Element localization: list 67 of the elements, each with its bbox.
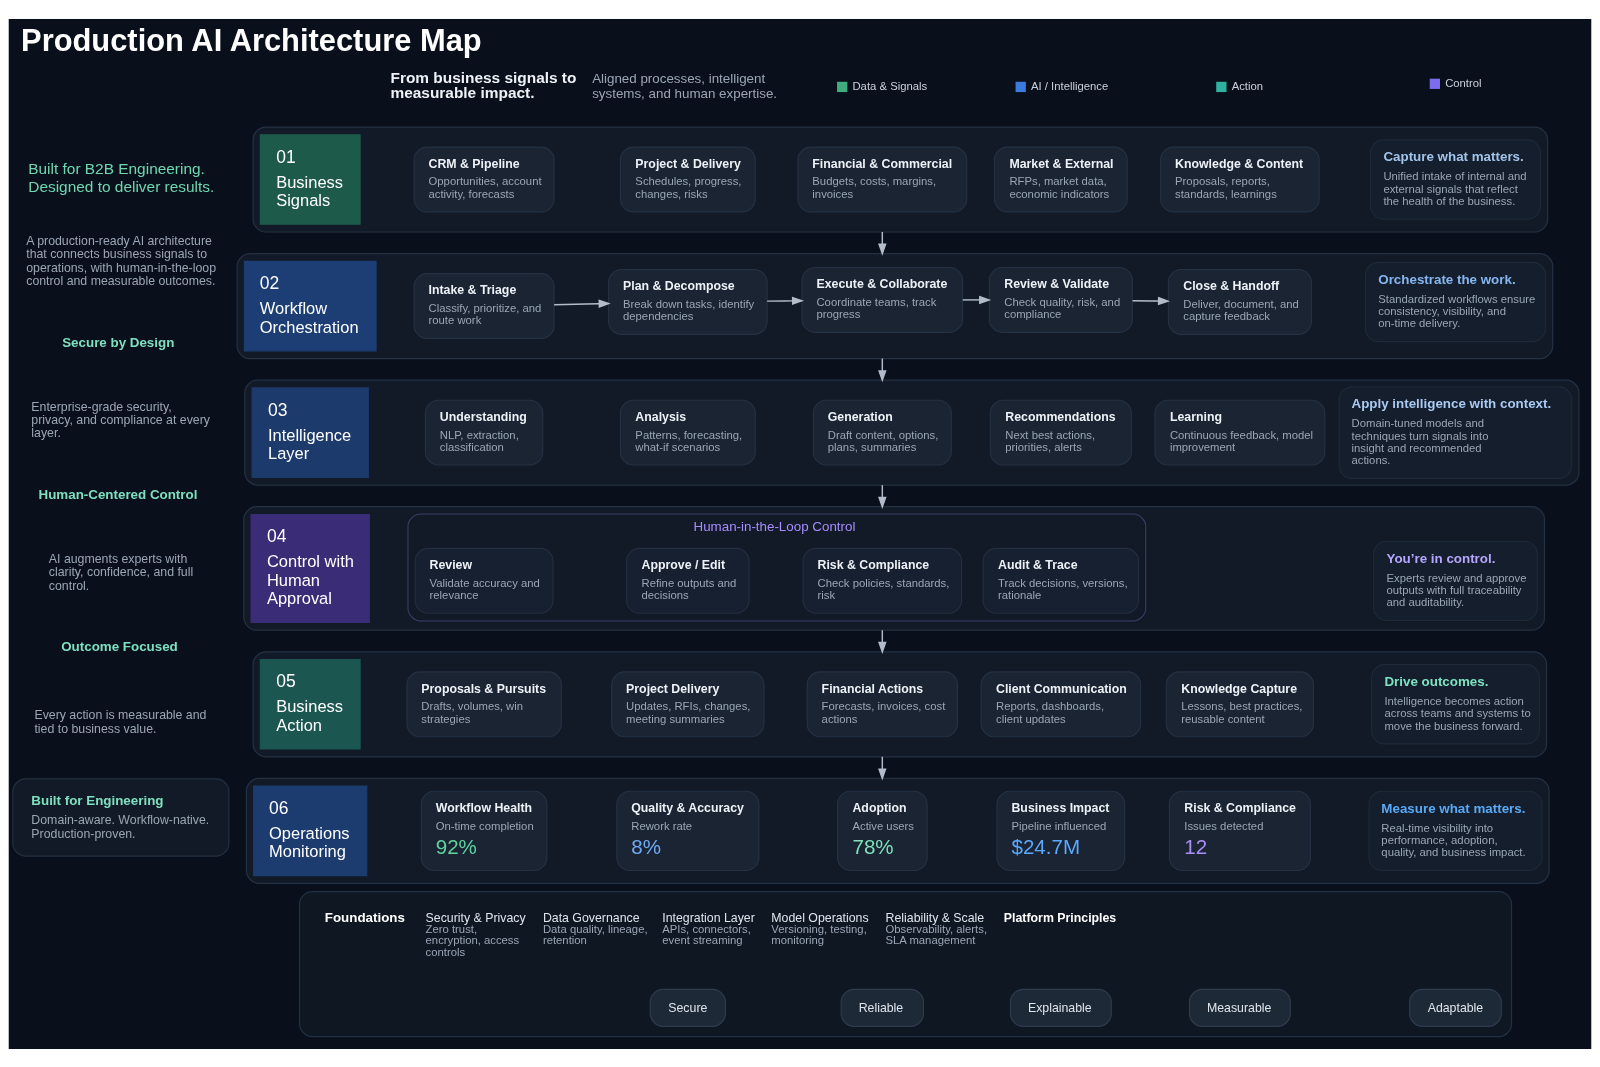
legend-label: Control: [1445, 76, 1482, 89]
label: Built for B2B Engineering. Designed to deliver results.: [28, 159, 215, 195]
node-box: Audit & Trace Track decisions, versions, rationale: [982, 547, 1140, 614]
node-box: Built for Engineering Domain-aware. Workflow-native. Production-proven.: [12, 777, 230, 857]
node-box: Understanding NLP, extraction, classification: [424, 399, 544, 466]
cluster: [243, 505, 1546, 631]
node-box: Measurable: [1188, 988, 1291, 1027]
label: Secure by Design: [62, 334, 175, 350]
cluster: [236, 252, 1554, 359]
label: Aligned processes, intelligent systems, and human expertise.: [592, 70, 778, 101]
diagram-title: Production AI Architecture Map: [21, 22, 482, 58]
node-box: Financial & Commercial Budgets, costs, margins, invoices: [797, 146, 968, 212]
node-box: Knowledge & Content Proposals, reports, standards, learnings: [1160, 146, 1320, 212]
node-box: Knowledge Capture Lessons, best practices, reusable content: [1165, 670, 1315, 737]
node-box: Apply intelligence with context. Domain-tuned models and techniques turn signals into insight and recommended actions.: [1338, 385, 1573, 479]
node-box: Market & External RFPs, market data, economic indicators: [993, 146, 1128, 212]
node-box: Client Communication Reports, dashboards, client updates: [980, 670, 1142, 737]
label: Human-Centered Control: [38, 486, 198, 502]
node-box: Reliable: [840, 988, 925, 1027]
legend-label: AI / Intelligence: [1031, 79, 1109, 92]
node-box: 02 Workflow Orchestration: [243, 260, 377, 351]
node-box: Execute & Collaborate Coordinate teams, track progress: [801, 266, 964, 333]
node-box: 01 Business Signals: [259, 133, 361, 225]
cluster: [252, 125, 1549, 233]
label: AI augments experts with clarity, confidence, and full control.: [48, 551, 194, 593]
label: Every action is measurable and tied to business value.: [34, 707, 207, 736]
node-box: Review Validate accuracy and relevance: [414, 547, 554, 614]
cluster: [244, 379, 1580, 486]
node-box: Financial Actions Forecasts, invoices, cost actions: [806, 670, 958, 737]
node-box: Recommendations Next best actions, priorities, alerts: [989, 399, 1132, 466]
node-box: Generation Draft content, options, plans, summaries: [812, 399, 952, 466]
node-box: Risk & Compliance Check policies, standards, risk: [802, 547, 963, 614]
node-box: 06 Operations Monitoring: [253, 785, 368, 876]
arrow: [962, 295, 992, 304]
node-box: Adoption Active users 78%: [837, 790, 928, 871]
label: A production-ready AI architecture that connects business signals to operations, with human-in-the-loop control and measurable outcomes.: [26, 233, 217, 288]
node-box: Adaptable: [1409, 988, 1502, 1027]
arrow: [1131, 296, 1171, 305]
node-box: Quality & Accuracy Rework rate 8%: [616, 790, 760, 871]
legend-label: Action: [1231, 79, 1264, 92]
node-box: Risk & Compliance Issues detected 12: [1168, 790, 1311, 871]
node-box: Explainable: [1009, 988, 1112, 1027]
arrow: [553, 299, 611, 308]
node-box: Close & Handoff Deliver, document, and capture feedback: [1167, 268, 1312, 335]
node-box: Workflow Health On-time completion 92%: [420, 790, 548, 871]
node-box: Analysis Patterns, forecasting, what-if scenarios: [619, 399, 756, 466]
node-box: Review & Validate Check quality, risk, and compliance: [988, 266, 1133, 333]
label: From business signals to measurable impact.: [390, 68, 577, 101]
label: Outcome Focused: [61, 638, 178, 654]
node-box: CRM & Pipeline Opportunities, account activity, forecasts: [413, 146, 555, 212]
node-box: Approve / Edit Refine outputs and decisions: [626, 547, 750, 614]
node-box: 03 Intelligence Layer: [251, 386, 369, 478]
cluster: [245, 777, 1550, 884]
node-box: Project & Delivery Schedules, progress, changes, risks: [619, 146, 756, 212]
node-box: Project Delivery Updates, RFIs, changes, meeting summaries: [611, 670, 765, 737]
node-box: 04 Control with Human Approval: [250, 513, 370, 623]
node-box: Plan & Decompose Break down tasks, identify dependencies: [608, 268, 768, 335]
arrow: [766, 296, 805, 305]
node-box: 05 Business Action: [259, 658, 361, 750]
legend-label: Data & Signals: [852, 79, 928, 92]
node-box: Learning Continuous feedback, model improvement: [1154, 399, 1326, 466]
node-box: Intake & Triage Classify, prioritize, and route work: [413, 272, 555, 339]
node-box: Secure: [649, 988, 726, 1027]
node-box: Proposals & Pursuits Drafts, volumes, win strategies: [406, 670, 562, 737]
node-box: Business Impact Pipeline influenced $24.7M: [996, 790, 1126, 871]
label: Enterprise-grade security, privacy, and compliance at every layer.: [31, 399, 210, 440]
cluster: [252, 650, 1548, 757]
